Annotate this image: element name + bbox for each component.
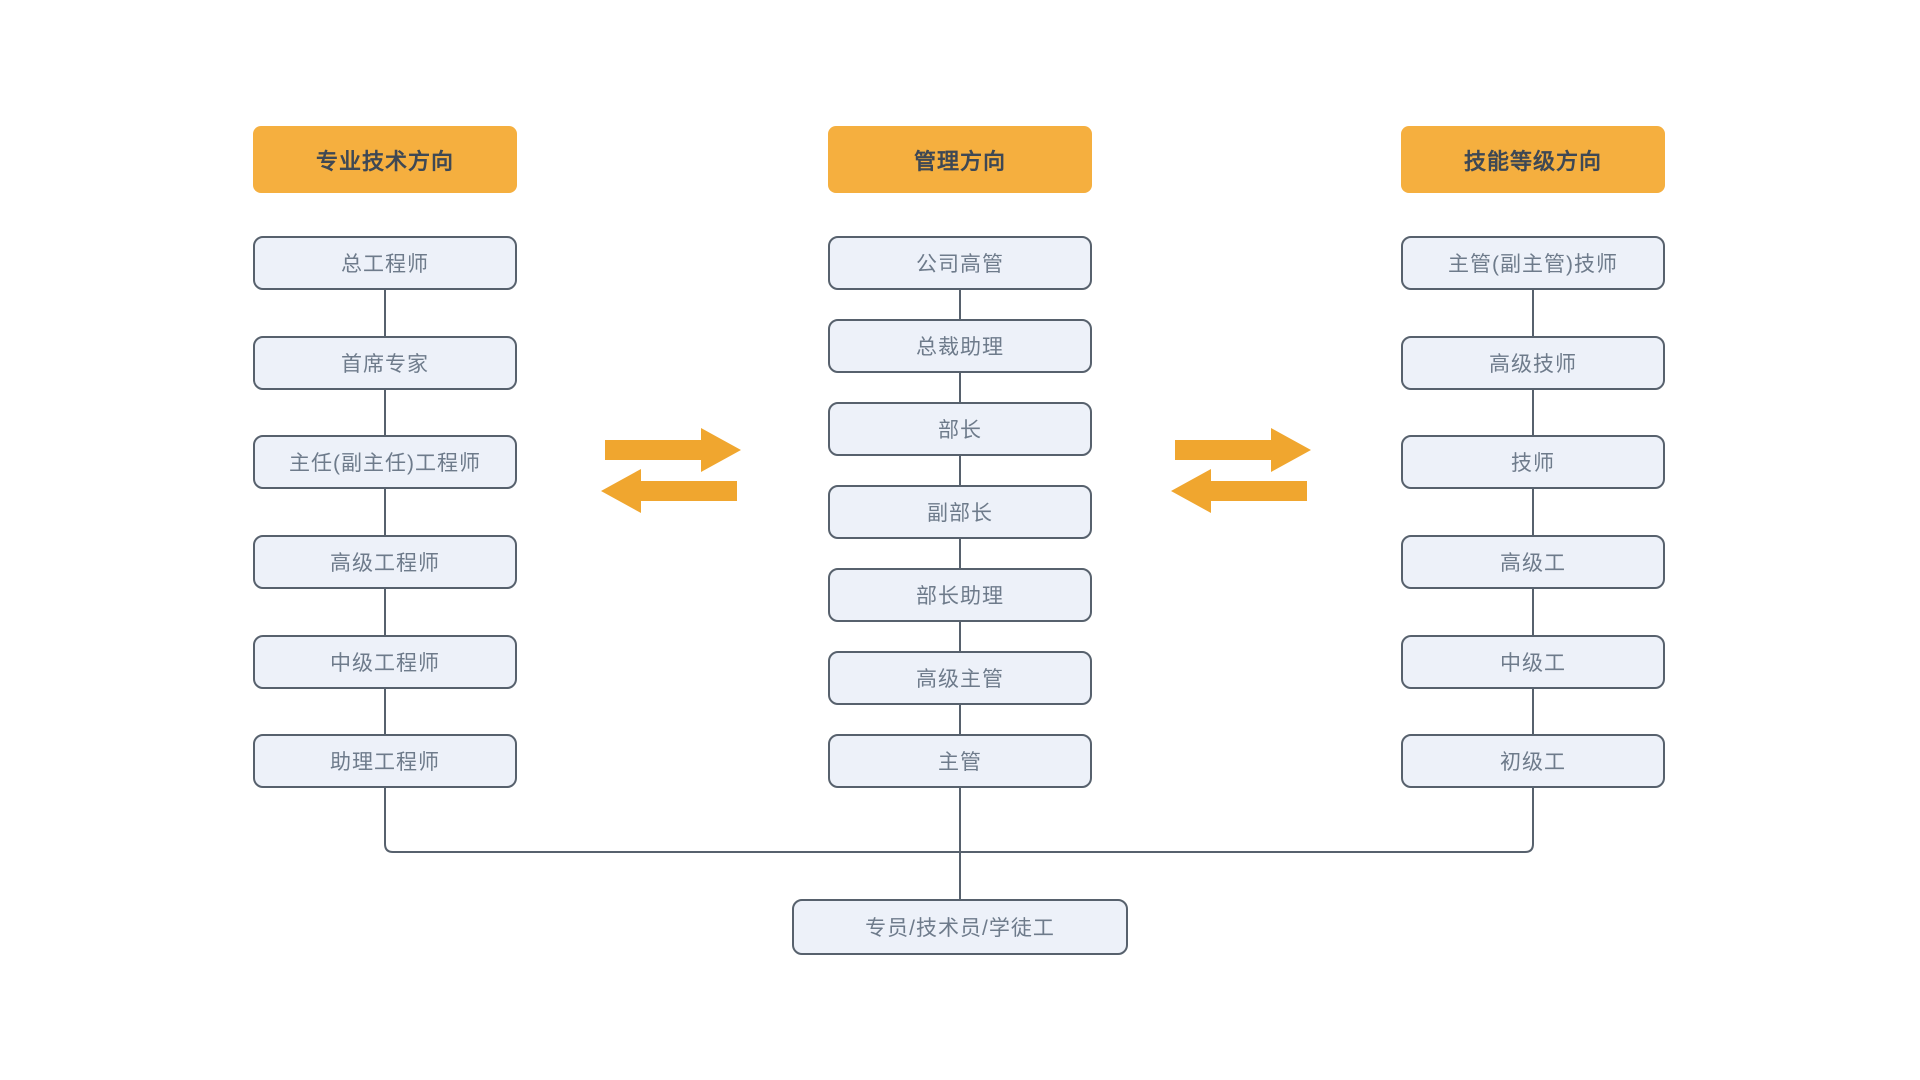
bidirectional-arrow-left — [601, 428, 741, 513]
node-specialist-technician-apprentice: 专员/技术员/学徒工 — [792, 899, 1128, 955]
column-header-skill-grade: 技能等级方向 — [1401, 126, 1665, 193]
node-senior-technician: 高级技师 — [1401, 336, 1665, 390]
node-minister-assistant: 部长助理 — [828, 568, 1092, 622]
bottom-connector — [384, 786, 1534, 853]
arrow-left-icon — [601, 469, 737, 513]
node-senior-worker: 高级工 — [1401, 535, 1665, 589]
node-deputy-minister: 副部长 — [828, 485, 1092, 539]
arrow-right-icon — [605, 428, 741, 472]
node-senior-supervisor: 高级主管 — [828, 651, 1092, 705]
bidirectional-arrow-right — [1171, 428, 1311, 513]
column-header-management: 管理方向 — [828, 126, 1092, 193]
arrow-left-icon — [1171, 469, 1307, 513]
node-company-executive: 公司高管 — [828, 236, 1092, 290]
node-minister: 部长 — [828, 402, 1092, 456]
node-intermediate-engineer: 中级工程师 — [253, 635, 517, 689]
node-supervisor: 主管 — [828, 734, 1092, 788]
column-header-professional-technical: 专业技术方向 — [253, 126, 517, 193]
node-chief-expert: 首席专家 — [253, 336, 517, 390]
node-intermediate-worker: 中级工 — [1401, 635, 1665, 689]
node-assistant-engineer: 助理工程师 — [253, 734, 517, 788]
node-junior-worker: 初级工 — [1401, 734, 1665, 788]
arrow-right-icon — [1175, 428, 1311, 472]
node-president-assistant: 总裁助理 — [828, 319, 1092, 373]
node-supervisor-technician: 主管(副主管)技师 — [1401, 236, 1665, 290]
node-chief-engineer: 总工程师 — [253, 236, 517, 290]
node-senior-engineer: 高级工程师 — [253, 535, 517, 589]
node-technician: 技师 — [1401, 435, 1665, 489]
node-director-engineer: 主任(副主任)工程师 — [253, 435, 517, 489]
